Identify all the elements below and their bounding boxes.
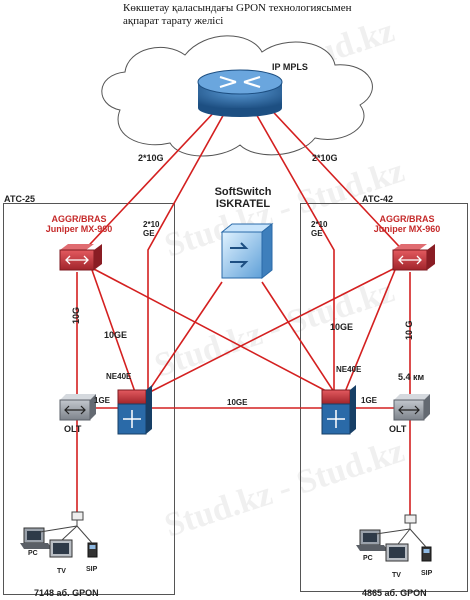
softswitch-label: SoftSwitch ISKRATEL (208, 186, 278, 210)
distance-label: 5.4 км (398, 372, 425, 382)
link-label-right-vertical: 10 G (404, 320, 414, 340)
left-olt-label: OLT (64, 424, 82, 434)
softswitch-vendor: ISKRATEL (215, 198, 271, 210)
left-subscribers-label: 7148 аб. GPON (34, 588, 99, 598)
left-ne40e-label: NE40E (106, 372, 132, 381)
softswitch-name: SoftSwitch (214, 186, 272, 198)
link-right-aggr-right-ne (344, 269, 396, 393)
softswitch-icon (220, 222, 274, 280)
right-olt-icon (393, 394, 430, 421)
left-site-name: АТС-25 (4, 194, 36, 204)
diagram-title: Көкшетау қаласындағы GPON технологиясыме… (123, 2, 352, 27)
left-tv-icon (49, 539, 73, 558)
left-sip-phone-icon (87, 542, 98, 558)
left-ont-icon (71, 511, 84, 526)
right-pc-label: PC (363, 555, 373, 562)
right-aggr-role: AGGR/BRAS (379, 214, 435, 224)
right-pc-icon (356, 529, 388, 551)
right-tv-label: TV (392, 572, 401, 579)
right-aggr-label: AGGR/BRAS Juniper MX-960 (370, 214, 444, 234)
link-label-ne-ne: 10GE (227, 398, 248, 407)
right-sip-phone-icon (421, 546, 432, 562)
right-site-panel (300, 203, 468, 592)
link-label-right-olt-ne: 1GE (361, 396, 378, 405)
link-core-left-ne (147, 111, 226, 395)
left-ne40e-switch-icon (117, 385, 152, 435)
link-label-right-uplink: 2*10G (312, 153, 338, 163)
right-sip-label: SIP (421, 570, 433, 577)
left-tv-label: TV (57, 568, 66, 575)
left-olt-icon (59, 394, 96, 421)
link-label-right-aggr-ge: 2*10 GE (311, 220, 328, 238)
right-cpe-links (375, 528, 427, 548)
left-aggr-label: AGGR/BRAS Juniper MX-960 (42, 214, 116, 234)
link-label-left-olt-ne: 1GE (94, 396, 111, 405)
left-site-panel (3, 203, 175, 595)
core-router-icon (197, 69, 283, 117)
left-pc-label: PC (28, 550, 38, 557)
right-aggr-router-icon (392, 244, 435, 271)
left-aggr-router-icon (59, 244, 102, 271)
right-olt-label: OLT (389, 424, 407, 434)
link-left-aggr-left-ne (91, 269, 136, 393)
link-label-right-ne-aggr: 10GE (330, 322, 354, 332)
right-tv-icon (385, 543, 409, 562)
link-core-left-aggr (76, 107, 219, 259)
cloud-label: IP MPLS (272, 62, 308, 72)
right-ont-icon (404, 514, 417, 529)
link-label-left-vertical: 10G (71, 306, 81, 324)
link-core-right-aggr (261, 99, 411, 259)
link-label-left-ne-aggr: 10GE (104, 330, 128, 340)
link-label-left-aggr-ge: 2*10 GE (143, 220, 160, 238)
link-left-aggr-right-ne (91, 267, 329, 393)
link-right-aggr-left-ne (149, 267, 396, 393)
link-ss-left-ne (147, 281, 223, 393)
left-aggr-model: Juniper MX-960 (45, 224, 113, 234)
link-ss-right-ne (261, 281, 335, 393)
right-ne40e-switch-icon (321, 385, 356, 435)
left-cpe-links (39, 525, 93, 544)
network-links (76, 99, 411, 515)
link-label-left-uplink: 2*10G (138, 153, 164, 163)
link-core-right-ne (254, 111, 335, 395)
right-aggr-model: Juniper MX-960 (373, 224, 441, 234)
left-aggr-role: AGGR/BRAS (51, 214, 107, 224)
right-subscribers-label: 4865 аб. GPON (362, 588, 427, 598)
left-sip-label: SIP (86, 566, 98, 573)
right-ne40e-label: NE40E (336, 365, 362, 374)
right-site-name: АТС-42 (362, 194, 394, 204)
left-pc-icon (20, 527, 52, 549)
